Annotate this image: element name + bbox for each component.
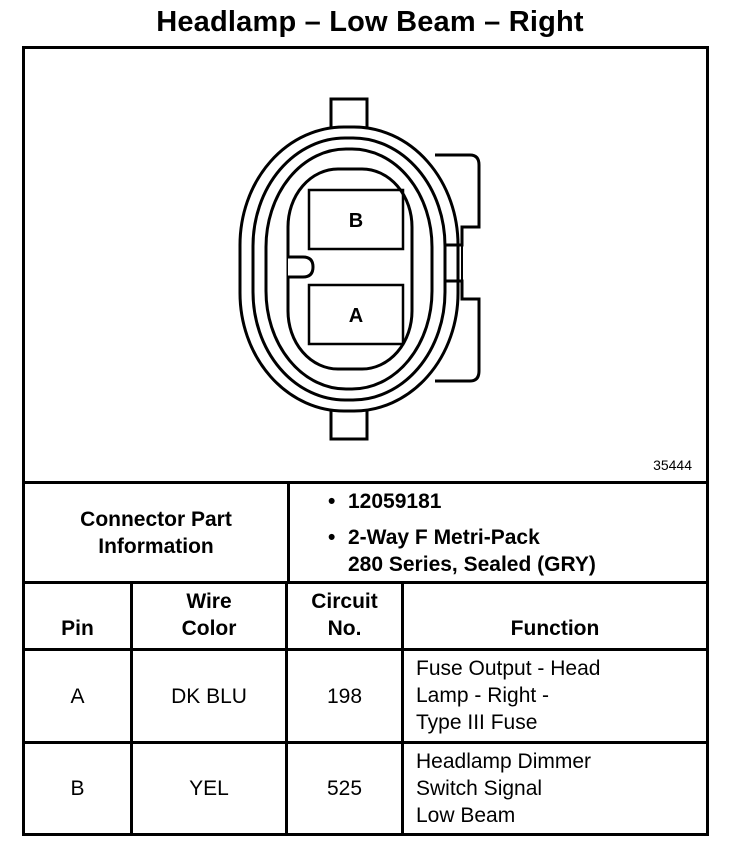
function-line: Type III Fuse [416,711,538,734]
table-row: A DK BLU 198 Fuse Output - Head Lamp - R… [25,651,706,744]
figure-reference-number: 35444 [653,457,692,473]
top-latch-tab [329,97,369,127]
header-wire-color-line: Wire [186,590,232,613]
function-line: Lamp - Right - [416,684,550,707]
pin-cell: A [25,651,133,741]
circuit-cell: 198 [288,651,404,741]
connector-info-label: Connector Part Information [25,484,290,581]
connector-drawing: B A [238,97,481,441]
function-cell: Fuse Output - Head Lamp - Right - Type I… [404,651,706,741]
wire-color-cell: DK BLU [133,651,288,741]
header-pin: Pin [25,584,133,648]
lock-bracket-lower [435,279,481,383]
header-wire-color: Wire Color [133,584,288,648]
connector-shell-ring-2 [251,136,447,402]
header-function: Function [404,584,706,648]
header-pin-label: Pin [61,617,94,640]
cavity-label-a: A [349,305,363,327]
table-header-row: Pin Wire Color Circuit No. Function [25,584,706,651]
header-circuit-line: No. [327,617,362,640]
connector-info-row: Connector Part Information • 12059181 • … [25,484,706,584]
header-circuit: Circuit No. [288,584,404,648]
connector-label-line: Connector Part [80,507,232,531]
connector-sheet: B A 35444 Connector Part Information • 1… [22,46,709,836]
pin-cell: B [25,744,133,833]
connector-description-line: 2-Way F Metri-Pack [348,526,540,549]
table-row: B YEL 525 Headlamp Dimmer Switch Signal … [25,744,706,833]
header-circuit-line: Circuit [311,590,378,613]
function-line: Switch Signal [416,777,543,800]
keyway-notch [288,255,315,279]
connector-shell-ring-3 [264,147,434,391]
header-wire-color-line: Color [181,617,237,640]
cavity-a [307,283,405,346]
bullet: • [328,526,336,549]
circuit-cell: 525 [288,744,404,833]
wire-color-cell: YEL [133,744,288,833]
connector-part-number: 12059181 [348,490,442,513]
bullet: • [328,490,336,513]
header-function-label: Function [510,617,600,640]
cavity-label-b: B [349,210,363,232]
connector-info-details: • 12059181 • 2-Way F Metri-Pack 280 Seri… [290,484,706,581]
bottom-latch-tab [329,411,369,441]
function-line: Fuse Output - Head [416,657,601,680]
connector-diagram: B A 35444 [25,49,706,484]
connector-outer-shell [238,125,460,413]
function-line: Low Beam [416,804,516,827]
lock-bracket [435,153,481,247]
connector-description-line: 280 Series, Sealed (GRY) [348,553,596,576]
connector-label-line: Information [98,534,214,558]
function-cell: Headlamp Dimmer Switch Signal Low Beam [404,744,706,833]
cavity-b [307,188,405,251]
page-title: Headlamp – Low Beam – Right [156,6,584,38]
function-line: Headlamp Dimmer [416,750,592,773]
